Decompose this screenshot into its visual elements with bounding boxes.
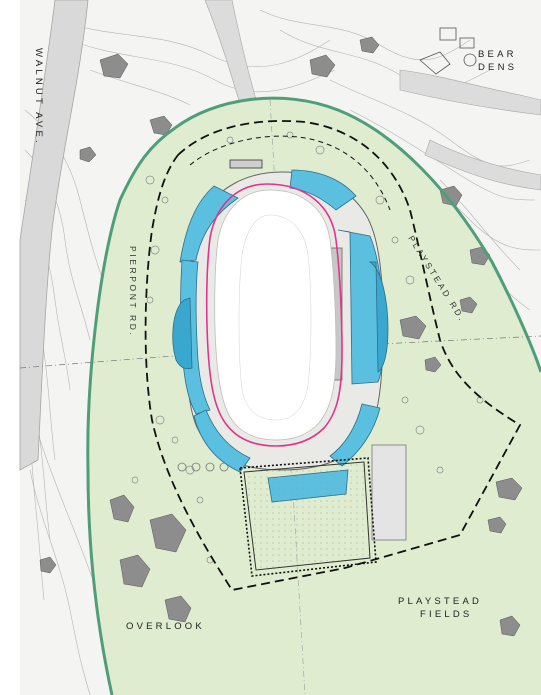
bear-dens-label-line-1: BEAR bbox=[478, 49, 517, 60]
playstead-fields-label-line-2: FIELDS bbox=[420, 609, 472, 620]
pierpont-rd-label: PIERPONT RD. bbox=[128, 246, 138, 338]
track-outline bbox=[205, 183, 343, 447]
playstead-fields-label-line-1: PLAYSTEAD bbox=[398, 596, 482, 607]
site-limit-dashed-line bbox=[144, 120, 522, 592]
walnut-ave-label: WALNUT AVE. bbox=[33, 48, 44, 146]
stadium bbox=[172, 159, 407, 577]
bear-dens-structures bbox=[419, 27, 477, 75]
green-boundary-line bbox=[174, 96, 541, 373]
south-building bbox=[371, 444, 407, 541]
north-gate bbox=[229, 159, 263, 169]
roads bbox=[19, 0, 541, 471]
track-infield bbox=[214, 189, 337, 441]
infield-contours bbox=[238, 214, 312, 421]
bear-dens-label-line-2: DENS bbox=[478, 62, 517, 73]
centerline bbox=[19, 335, 541, 369]
seating-east-bulge bbox=[368, 261, 389, 373]
inner-dashed-line bbox=[189, 135, 391, 211]
bear-dens-path bbox=[399, 69, 541, 116]
green-boundary-line-west bbox=[86, 126, 176, 695]
practice-field-outline bbox=[239, 457, 377, 577]
walnut-ave-road bbox=[19, 0, 89, 471]
seating-south-west bbox=[193, 409, 251, 473]
overlook-label: OVERLOOK bbox=[126, 621, 205, 632]
axis-line bbox=[269, 99, 306, 695]
seating-west-bulge bbox=[172, 297, 193, 370]
rock-outcrops bbox=[39, 36, 523, 637]
practice-field bbox=[243, 461, 371, 571]
